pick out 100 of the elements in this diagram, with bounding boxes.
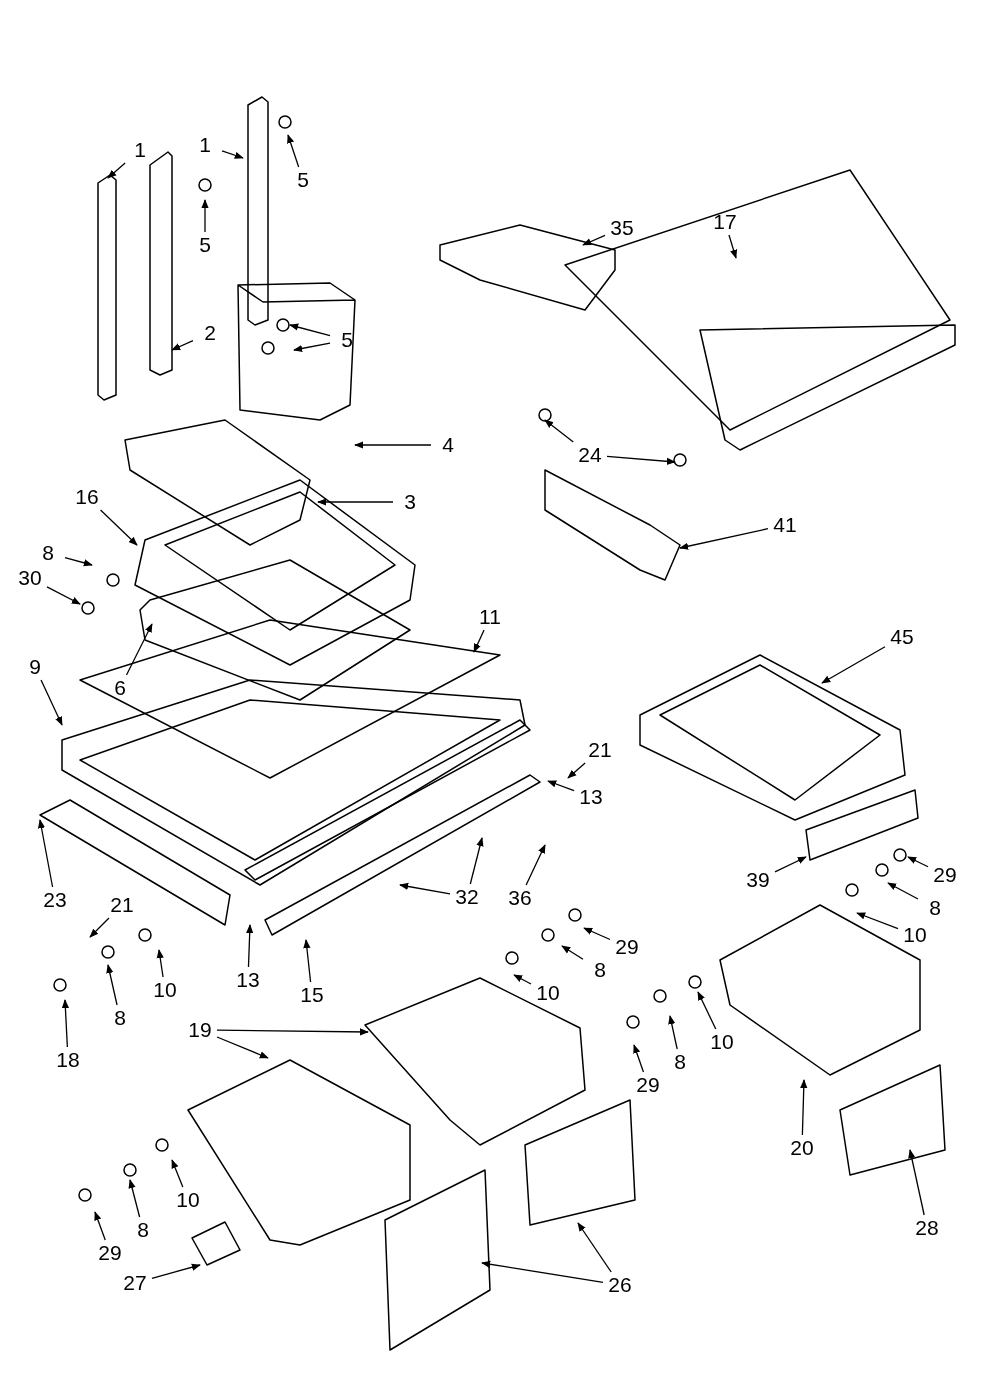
- leader-line: [46, 586, 81, 605]
- leader-line: [293, 342, 331, 353]
- leader-line: [246, 924, 254, 968]
- callout-number: 21: [110, 894, 134, 916]
- leader-line: [821, 646, 886, 684]
- callout-number: 10: [536, 982, 560, 1004]
- leader-line: [856, 912, 899, 930]
- leader-line: [582, 234, 606, 246]
- leader-line: [606, 455, 676, 465]
- leader-line: [99, 509, 138, 546]
- callout-number: 6: [114, 677, 126, 699]
- leader-line: [61, 999, 70, 1048]
- leader-line: [40, 679, 63, 726]
- callout-number: 5: [341, 329, 353, 351]
- callout-number: 27: [123, 1272, 147, 1294]
- leader-line: [37, 819, 54, 888]
- callout-number: 20: [790, 1137, 814, 1159]
- callout-number: 36: [508, 887, 532, 909]
- leader-line: [128, 1179, 141, 1218]
- leader-line: [221, 150, 244, 159]
- leader-line: [473, 629, 485, 653]
- callout-number: 26: [608, 1274, 632, 1296]
- callout-number: 35: [610, 217, 634, 239]
- leader-line: [679, 528, 769, 550]
- callout-number: 4: [442, 434, 454, 456]
- leader-line: [106, 964, 118, 1006]
- callout-number: 10: [903, 924, 927, 946]
- leader-line: [125, 623, 153, 676]
- callout-number: 41: [773, 514, 797, 536]
- callout-number: 15: [300, 984, 324, 1006]
- callout-number: 8: [929, 897, 941, 919]
- callout-number: 18: [56, 1049, 80, 1071]
- leader-line: [289, 323, 331, 337]
- callout-number: 21: [588, 739, 612, 761]
- leader-line: [151, 1263, 201, 1279]
- leader-line: [216, 1036, 269, 1059]
- callout-number: 3: [404, 491, 416, 513]
- callout-number: 13: [579, 786, 603, 808]
- leader-line: [577, 1222, 612, 1273]
- leader-line: [544, 419, 574, 443]
- leader-line: [469, 837, 484, 885]
- leader-line: [513, 974, 532, 985]
- leader-line: [171, 1159, 184, 1188]
- callout-number: 29: [933, 864, 957, 886]
- leader-line: [354, 441, 432, 449]
- callout-number: 10: [153, 979, 177, 1001]
- leader-line: [399, 882, 451, 895]
- callout-number: 16: [75, 486, 99, 508]
- leader-line: [547, 780, 575, 792]
- leader-line: [303, 939, 312, 983]
- leader-line: [525, 844, 546, 886]
- leader-line: [317, 498, 394, 506]
- leader-line: [216, 1028, 369, 1036]
- leader-line: [887, 882, 919, 900]
- leader-line: [633, 1044, 645, 1073]
- leader-line: [89, 917, 110, 938]
- leader-line: [201, 199, 209, 233]
- leader-line: [561, 945, 584, 960]
- leader-line: [156, 949, 164, 978]
- leader-line: [94, 1211, 106, 1241]
- callout-number: 8: [114, 1007, 126, 1029]
- leader-line: [481, 1260, 604, 1283]
- leader-line: [287, 134, 300, 168]
- callout-number: 1: [134, 139, 146, 161]
- callout-number: 28: [915, 1217, 939, 1239]
- callout-number: 24: [578, 444, 602, 466]
- leader-line: [567, 762, 586, 779]
- callout-number: 17: [713, 211, 737, 233]
- leader-line: [583, 927, 611, 941]
- callout-number: 29: [615, 936, 639, 958]
- leader-line: [64, 557, 93, 567]
- leader-line: [908, 1149, 925, 1216]
- callout-number: 39: [746, 869, 770, 891]
- callout-number: 10: [176, 1189, 200, 1211]
- leader-line: [774, 856, 807, 873]
- callout-number: 8: [137, 1219, 149, 1241]
- callout-number: 29: [636, 1074, 660, 1096]
- callout-number: 13: [236, 969, 260, 991]
- callout-number: 30: [18, 567, 42, 589]
- callout-number: 29: [98, 1242, 122, 1264]
- callout-number: 8: [42, 542, 54, 564]
- callout-number: 45: [890, 626, 914, 648]
- leader-line: [728, 234, 738, 259]
- leader-line: [107, 162, 126, 179]
- callout-number: 5: [199, 234, 211, 256]
- callout-number: 32: [455, 886, 479, 908]
- callout-number: 8: [594, 959, 606, 981]
- callout-number: 10: [710, 1031, 734, 1053]
- leader-line: [171, 339, 194, 351]
- leader-line: [697, 991, 717, 1030]
- leader-line: [668, 1015, 678, 1050]
- callout-number: 5: [297, 169, 309, 191]
- callout-number: 11: [479, 606, 501, 628]
- callout-number: 9: [29, 656, 41, 678]
- callout-number: 2: [204, 322, 216, 344]
- leader-line: [907, 856, 929, 868]
- callout-number: 8: [674, 1051, 686, 1073]
- leader-line: [800, 1079, 808, 1136]
- callout-number: 1: [199, 134, 211, 156]
- callout-number: 23: [43, 889, 67, 911]
